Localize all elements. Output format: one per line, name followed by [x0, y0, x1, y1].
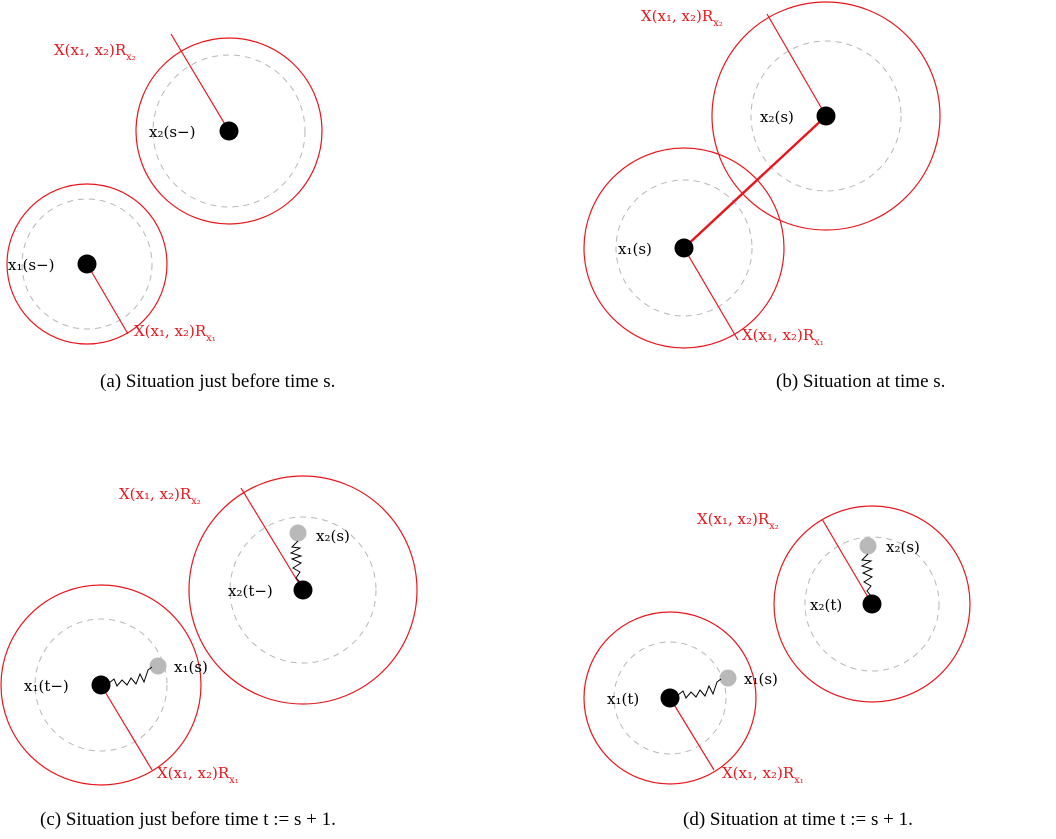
- label-x2: x₂(s−): [149, 123, 195, 141]
- caption-c: (c) Situation just before time t := s + …: [40, 809, 336, 830]
- label-x1: x₁(s−): [8, 256, 54, 274]
- label-x1-previous: x₁(s): [744, 670, 778, 688]
- previous-particle-x1: [719, 669, 737, 687]
- label-x2: x₂(t−): [228, 582, 273, 600]
- inner-dashed-ring-x1: [21, 198, 153, 330]
- label-radius-x1: X(x₁, x₂)Rx₁: [742, 326, 824, 348]
- panel-b: x₂(s) x₁(s) X(x₁, x₂)Rx₂ X(x₁, x₂)Rx₁ (b…: [583, 1, 945, 392]
- caption-d: (d) Situation at time t := s + 1.: [683, 809, 913, 830]
- inner-dashed-ring-x2: [229, 516, 377, 664]
- label-x1: x₁(t−): [24, 677, 69, 695]
- outer-ring-x1: [583, 611, 757, 785]
- particle-x2: [293, 580, 313, 600]
- outer-ring-x1: [0, 584, 202, 786]
- label-x2-previous: x₂(s): [886, 538, 920, 556]
- radius-line-x2: [766, 13, 827, 117]
- panel-d: x₂(s) x₁(s) x₂(t) x₁(t) X(x₁, x₂)Rx₂ X(x…: [583, 505, 971, 830]
- panel-a: x₂(s−) x₁(s−) X(x₁, x₂)Rx₂ X(x₁, x₂)Rx₁ …: [6, 33, 335, 392]
- radius-line-x1: [86, 263, 129, 335]
- label-radius-x2: X(x₁, x₂)Rx₂: [697, 510, 779, 532]
- radius-line-x1: [683, 247, 739, 341]
- radius-line-x2: [240, 487, 304, 591]
- label-x2: x₂(s): [760, 108, 794, 126]
- label-radius-x2: X(x₁, x₂)Rx₂: [119, 485, 201, 507]
- random-walk-x1: [108, 666, 153, 687]
- label-radius-x2: X(x₁, x₂)Rx₂: [54, 41, 136, 63]
- label-x2: x₂(t): [810, 596, 842, 614]
- radius-line-x2: [170, 33, 230, 132]
- label-x1-previous: x₁(s): [174, 658, 208, 676]
- inner-dashed-ring-x2: [152, 54, 306, 208]
- random-walk-x1: [677, 678, 722, 699]
- label-x1: x₁(t): [607, 690, 639, 708]
- particle-x2: [862, 594, 882, 614]
- radius-line-x2: [821, 518, 873, 605]
- previous-particle-x1: [149, 657, 167, 675]
- particle-x1: [674, 238, 694, 258]
- previous-particle-x2: [859, 537, 877, 555]
- particle-x1: [660, 688, 680, 708]
- random-walk-x2: [860, 553, 874, 597]
- label-radius-x1: X(x₁, x₂)Rx₁: [157, 764, 239, 786]
- outer-ring-x2: [773, 505, 971, 703]
- particle-x1: [91, 675, 111, 695]
- caption-b: (b) Situation at time s.: [776, 371, 945, 392]
- label-radius-x1: X(x₁, x₂)Rx₁: [134, 322, 216, 344]
- inner-dashed-ring-x1: [615, 179, 753, 317]
- outer-ring-x2: [188, 475, 418, 705]
- label-radius-x2: X(x₁, x₂)Rx₂: [641, 7, 723, 29]
- panel-c: x₂(s) x₁(s) x₂(t−) x₁(t−) X(x₁, x₂)Rx₂ X…: [0, 475, 418, 830]
- outer-ring-x2: [135, 37, 323, 225]
- radius-line-x1: [100, 684, 153, 771]
- label-radius-x1: X(x₁, x₂)Rx₁: [722, 764, 804, 786]
- caption-a: (a) Situation just before time s.: [100, 371, 335, 392]
- particle-x2: [219, 121, 239, 141]
- outer-ring-x1: [6, 183, 168, 345]
- particle-x1: [77, 254, 97, 274]
- previous-particle-x2: [289, 524, 307, 542]
- radius-line-x1: [669, 697, 715, 771]
- inner-dashed-ring-x1: [613, 641, 727, 755]
- inner-dashed-ring-x2: [804, 536, 940, 672]
- connection-line: [683, 115, 827, 249]
- inner-dashed-ring-x2: [750, 40, 902, 192]
- inner-dashed-ring-x1: [34, 618, 168, 752]
- label-x1: x₁(s): [618, 240, 652, 258]
- particle-x2: [816, 106, 836, 126]
- label-x2-previous: x₂(s): [316, 527, 350, 545]
- outer-ring-x1: [583, 147, 785, 349]
- random-walk-x2: [289, 540, 303, 584]
- outer-ring-x2: [711, 1, 941, 231]
